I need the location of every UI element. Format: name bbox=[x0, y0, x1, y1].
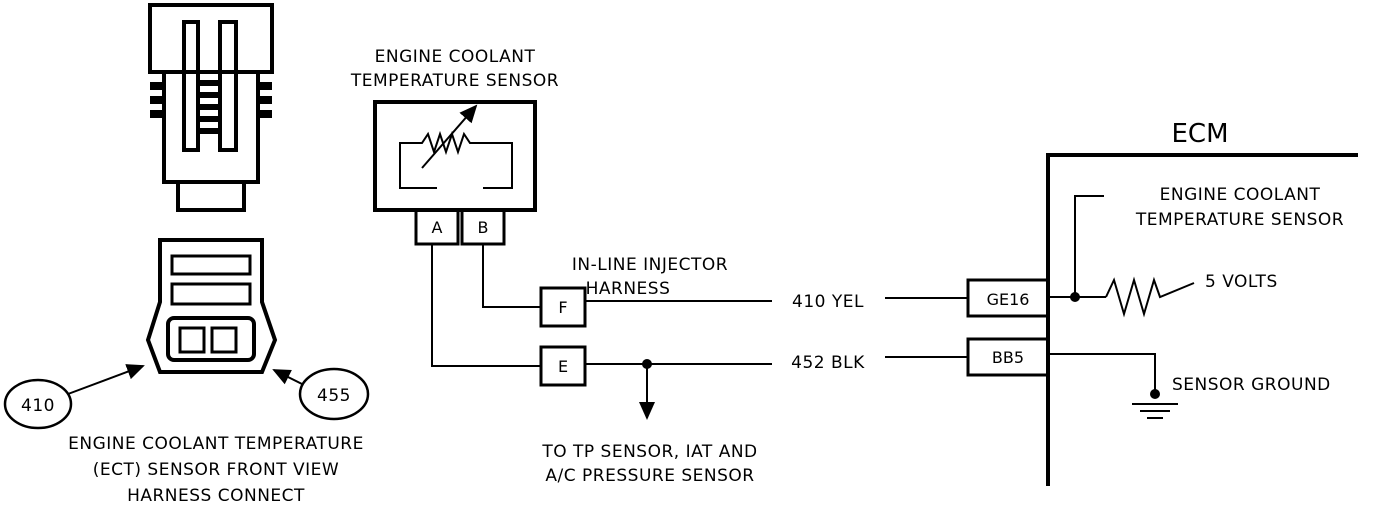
ecm-internal-tap bbox=[1074, 195, 1104, 297]
ecm-internal-label-line1: ENGINE COOLANT bbox=[1160, 185, 1321, 205]
wire-b-to-f bbox=[482, 244, 541, 308]
connector-caption-line2: (ECT) SENSOR FRONT VIEW bbox=[93, 460, 339, 480]
sensor-pin-a bbox=[414, 208, 460, 246]
circuit-455-callout bbox=[298, 367, 370, 421]
connector-front-view bbox=[145, 238, 278, 374]
harness-label-line1: IN-LINE INJECTOR bbox=[572, 255, 728, 275]
ecm-internal-ground bbox=[1048, 353, 1156, 394]
signal-wire-label: 410 YEL bbox=[792, 292, 864, 312]
harness-label-line2: HARNESS bbox=[586, 279, 671, 299]
ecm-pin-bb5-label: BB5 bbox=[992, 348, 1024, 367]
circuit-455-arrow bbox=[272, 369, 303, 385]
ecm-pin-ge16-label: GE16 bbox=[987, 290, 1030, 309]
ecm-title: ECM bbox=[1171, 119, 1228, 149]
ground-wire-label: 452 BLK bbox=[791, 353, 865, 373]
harness-pin-e-label: E bbox=[558, 357, 568, 376]
connector-side-view bbox=[148, 3, 274, 212]
harness-pin-f bbox=[539, 286, 587, 328]
connector-caption-line1: ENGINE COOLANT TEMPERATURE bbox=[68, 434, 364, 454]
harness-pin-e bbox=[539, 345, 587, 387]
harness-pin-f-label: F bbox=[558, 298, 567, 317]
tp-note-line2: A/C PRESSURE SENSOR bbox=[545, 466, 754, 486]
ground-node-dot bbox=[1150, 389, 1160, 399]
tp-note-line1: TO TP SENSOR, IAT AND bbox=[541, 442, 757, 462]
sensor-pin-a-label: A bbox=[432, 218, 443, 237]
circuit-410-callout bbox=[3, 378, 73, 430]
sensor-ground-label: SENSOR GROUND bbox=[1172, 375, 1331, 395]
thermistor-symbol bbox=[399, 130, 513, 189]
supply-voltage-label: 5 VOLTS bbox=[1205, 272, 1278, 292]
sensor-title-line1: ENGINE COOLANT bbox=[375, 47, 536, 67]
ecm-internal-label-line2: TEMPERATURE SENSOR bbox=[1135, 210, 1344, 230]
pullup-resistor-symbol bbox=[1105, 276, 1195, 318]
variable-resistor-arrow bbox=[421, 104, 478, 169]
circuit-455-label: 455 bbox=[317, 386, 351, 406]
wire-a-to-e bbox=[431, 244, 541, 367]
sensor-title-line2: TEMPERATURE SENSOR bbox=[350, 71, 559, 91]
ecm-pin-bb5 bbox=[966, 337, 1050, 377]
sensor-pin-b-label: B bbox=[478, 218, 489, 237]
circuit-410-label: 410 bbox=[21, 396, 55, 416]
connector-caption-line3: HARNESS CONNECT bbox=[127, 486, 305, 506]
circuit-410-arrow bbox=[67, 364, 145, 395]
